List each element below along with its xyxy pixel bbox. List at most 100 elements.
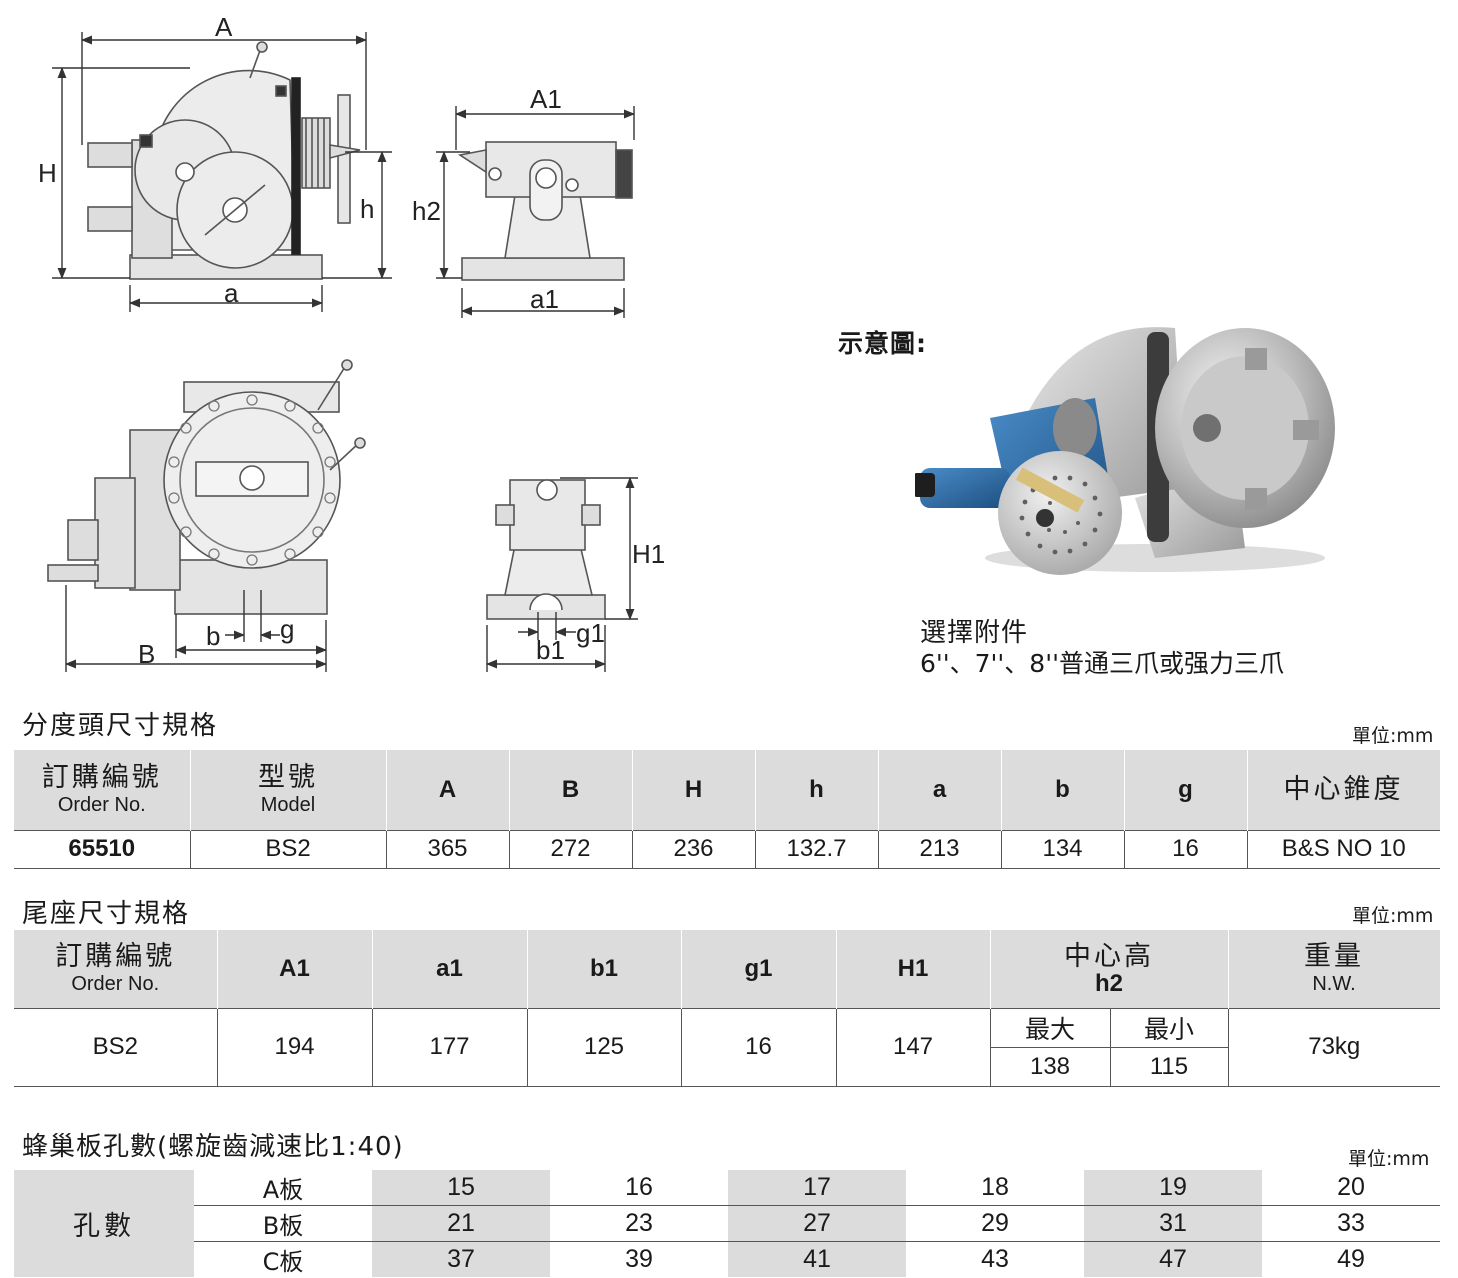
cell-A1: 194 xyxy=(216,1007,372,1087)
holes-spec-unit: 單位:mm xyxy=(1348,1148,1430,1170)
head-spec-header-row: 訂購編號 Order No. 型號 Model A B H h a b g 中心… xyxy=(14,750,1441,830)
plate-name: C板 xyxy=(262,1248,304,1276)
hole-count: 47 xyxy=(1084,1241,1262,1277)
table-row: C板 37 39 41 43 47 49 xyxy=(14,1241,1440,1277)
table-row: BS2 194 177 125 16 147 最大 最小 73kg xyxy=(14,1007,1440,1087)
center-height-header-zh: 中心高 xyxy=(1064,940,1154,972)
cell-min-label: 最小 xyxy=(1109,1007,1228,1048)
model-header: 型號 Model xyxy=(189,750,387,830)
head-spec-table: 訂購編號 Order No. 型號 Model A B H h a b g 中心… xyxy=(14,750,1441,869)
header-b: b xyxy=(1000,750,1125,830)
cell-H1: 147 xyxy=(835,1007,990,1087)
dim-label-H: H xyxy=(38,158,57,188)
dim-label-a: a xyxy=(224,278,239,308)
weight-header-zh: 重量 xyxy=(1304,940,1364,972)
hole-count: 41 xyxy=(728,1241,906,1277)
hole-count: 39 xyxy=(625,1245,653,1273)
product-photo xyxy=(915,327,1335,575)
header-A1: A1 xyxy=(216,930,373,1008)
hole-count: 49 xyxy=(1337,1245,1365,1273)
cell-b1: 125 xyxy=(526,1007,681,1087)
hole-count: 33 xyxy=(1262,1205,1440,1242)
head-spec-title: 分度頭尺寸規格 xyxy=(22,711,219,741)
dim-label-g: g xyxy=(280,614,294,644)
dim-label-b1: b1 xyxy=(536,635,565,665)
plate-name: A板 xyxy=(194,1170,372,1206)
cell-h2-min: 115 xyxy=(1109,1046,1228,1087)
dim-label-a1: a1 xyxy=(530,284,559,314)
dim-label-g1: g1 xyxy=(576,618,605,648)
dim-label-h: h xyxy=(360,194,374,224)
cell-a: 213 xyxy=(877,829,1001,869)
tailstock-side-drawing xyxy=(457,141,633,281)
dim-label-b: b xyxy=(206,621,220,651)
cell-order-no: 65510 xyxy=(14,829,190,869)
cell-model: BS2 xyxy=(189,829,386,869)
dim-label-H1: H1 xyxy=(632,539,665,569)
cell-H: 236 xyxy=(631,829,755,869)
min-label: 最小 xyxy=(1143,1014,1194,1044)
cell-b: 134 xyxy=(1000,829,1124,869)
hole-count: 43 xyxy=(981,1245,1009,1273)
accessory-description: 6''、7''、8''普通三爪或强力三爪 xyxy=(920,649,1284,678)
technical-drawings: A H h a A1 h2 a1 xyxy=(38,12,665,672)
header-H: H xyxy=(631,750,756,830)
hole-count: 18 xyxy=(906,1170,1084,1206)
hole-count: 16 xyxy=(550,1170,728,1206)
cell-weight: 73kg xyxy=(1227,1007,1440,1087)
order-no-header-zh: 訂購編號 xyxy=(41,761,162,793)
hole-count: 23 xyxy=(550,1205,728,1242)
header-A: A xyxy=(385,750,510,830)
head-spec-unit: 單位:mm xyxy=(1352,725,1434,747)
holes-spec-title: 蜂巢板孔數(螺旋齒減速比1:40) xyxy=(22,1132,404,1162)
cell-tail-order-no: BS2 xyxy=(14,1007,217,1087)
dividing-head-top-drawing xyxy=(47,359,366,615)
header-h: h xyxy=(754,750,879,830)
plate-name: B板 xyxy=(194,1205,372,1242)
hole-count: 15 xyxy=(372,1170,550,1206)
photo-caption: 示意圖: xyxy=(838,329,927,358)
header-g: g xyxy=(1123,750,1248,830)
hole-count: 21 xyxy=(372,1205,550,1242)
hole-count: 37 xyxy=(372,1241,550,1277)
cell-taper: B&S NO 10 xyxy=(1246,829,1440,869)
cell-B: 272 xyxy=(508,829,632,869)
order-no-header-en: Order No. xyxy=(57,793,146,816)
tail-spec-title: 尾座尺寸規格 xyxy=(22,899,191,929)
header-a1: a1 xyxy=(371,930,528,1008)
order-no-header: 訂購編號 Order No. xyxy=(14,750,191,830)
table-row: 138 115 xyxy=(14,1046,1440,1087)
table-row: 65510 BS2 365 272 236 132.7 213 134 16 B… xyxy=(14,829,1440,869)
header-a: a xyxy=(877,750,1002,830)
tail-order-no-header-en: Order No. xyxy=(71,972,160,995)
model-header-en: Model xyxy=(260,793,316,816)
accessory-title: 選擇附件 xyxy=(920,618,1029,648)
table-row: B板 21 23 27 29 31 33 xyxy=(14,1205,1440,1242)
tail-spec-table: 訂購編號 Order No. A1 a1 b1 g1 H1 中心高 h2 重量 … xyxy=(14,930,1441,1087)
cell-g1: 16 xyxy=(680,1007,836,1087)
tailstock-front-drawing xyxy=(486,479,606,620)
center-height-header: 中心高 h2 xyxy=(989,930,1229,1008)
hole-count: 20 xyxy=(1262,1170,1440,1206)
cell-g: 16 xyxy=(1123,829,1247,869)
cell-h: 132.7 xyxy=(754,829,878,869)
dim-label-A: A xyxy=(215,12,233,42)
hole-count: 19 xyxy=(1084,1170,1262,1206)
max-label: 最大 xyxy=(1024,1014,1075,1044)
center-height-header-en: h2 xyxy=(1094,969,1123,997)
model-header-zh: 型號 xyxy=(258,761,318,793)
hole-count: 27 xyxy=(728,1205,906,1242)
hole-count: 17 xyxy=(728,1170,906,1206)
tail-spec-unit: 單位:mm xyxy=(1352,905,1434,927)
holes-label: 孔數 xyxy=(14,1170,194,1277)
cell-h2-max: 138 xyxy=(989,1046,1110,1087)
taper-header: 中心錐度 xyxy=(1246,750,1441,830)
table-row: 孔數 A板 15 16 17 18 19 20 xyxy=(14,1170,1440,1277)
header-g1: g1 xyxy=(680,930,837,1008)
cell-max-label: 最大 xyxy=(989,1007,1110,1048)
dividing-head-front-drawing xyxy=(87,41,361,280)
header-B: B xyxy=(508,750,633,830)
tail-order-no-header-zh: 訂購編號 xyxy=(55,940,176,972)
cell-a1: 177 xyxy=(371,1007,527,1087)
dim-label-h2: h2 xyxy=(412,196,441,226)
